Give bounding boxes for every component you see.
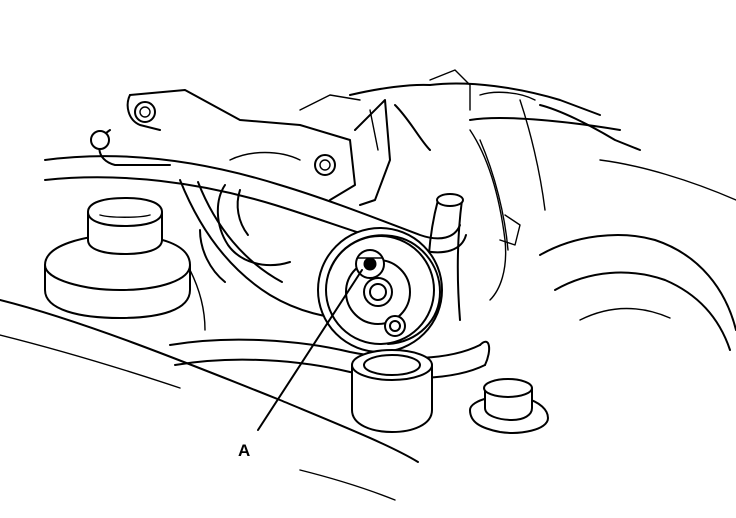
standoff-post	[469, 378, 549, 434]
callout-a-label: A	[238, 441, 250, 460]
engine-background	[0, 69, 736, 501]
throttle-housing	[199, 151, 301, 283]
hoses	[44, 99, 546, 380]
intake-bracket	[90, 89, 431, 206]
pulley-lower-bolt	[384, 315, 406, 337]
reservoir-left	[44, 197, 206, 331]
pulley-top-bolt	[355, 249, 385, 279]
cylinder-boss	[351, 349, 433, 433]
callout-a-leader	[257, 269, 363, 431]
crankshaft-pulley	[317, 227, 443, 353]
